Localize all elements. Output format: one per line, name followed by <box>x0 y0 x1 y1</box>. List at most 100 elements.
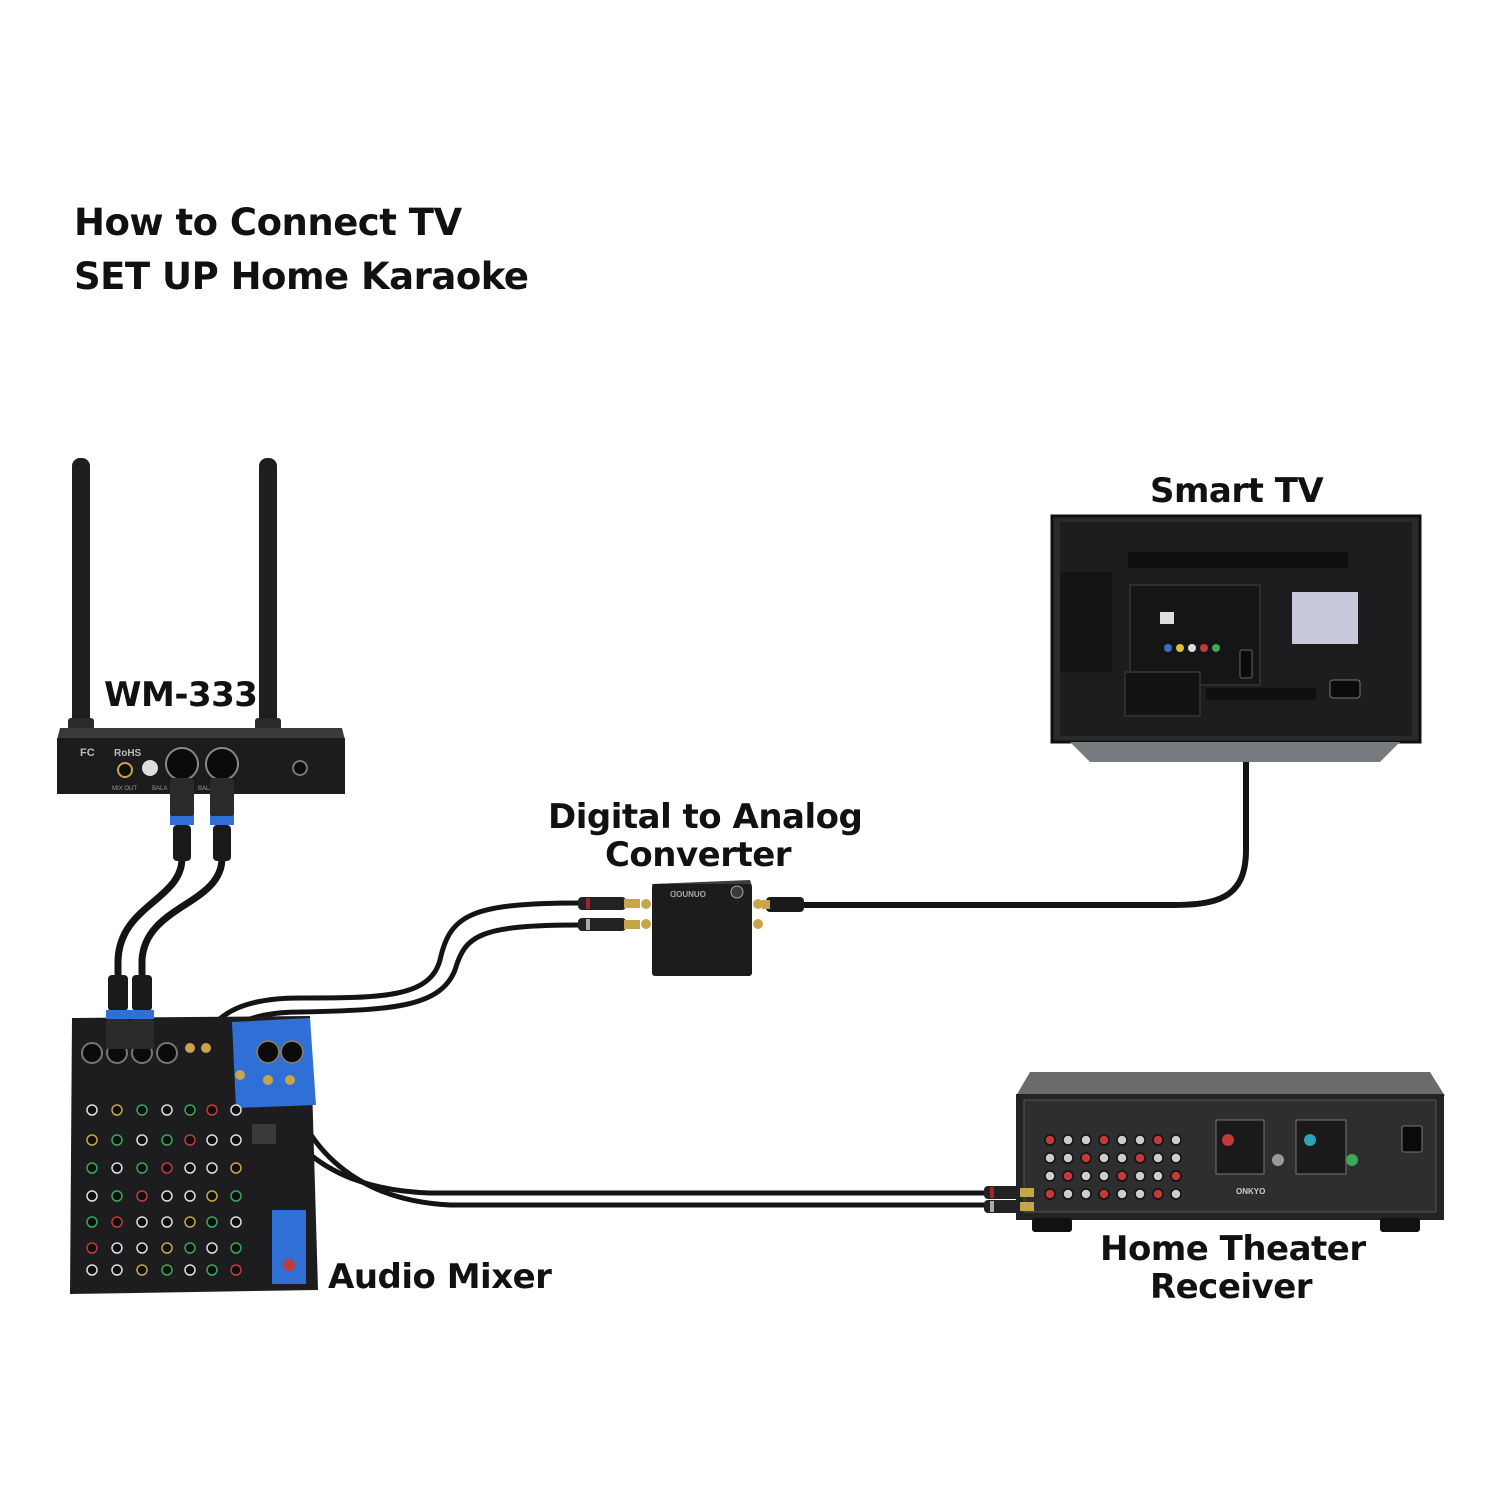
receiver-rohs-mark: RoHS <box>114 748 142 759</box>
dac-brand-text: ᗡOUNUO <box>670 890 706 899</box>
av-receiver-rca-port <box>1116 1170 1128 1182</box>
mixer-knob <box>136 1264 148 1276</box>
mixer-knob <box>184 1134 196 1146</box>
av-receiver-rca-port <box>1152 1170 1164 1182</box>
mixer-knob <box>230 1162 242 1174</box>
tv-component-port-green <box>1212 644 1220 652</box>
mixer-knob <box>86 1162 98 1174</box>
receiver-antenna-right <box>259 458 277 733</box>
mixer-knob <box>86 1216 98 1228</box>
mixer-knob <box>184 1216 196 1228</box>
mixer-knob <box>111 1134 123 1146</box>
mixer-knob <box>136 1104 148 1116</box>
mixer-knob <box>161 1190 173 1202</box>
tv-lan-port <box>1160 612 1174 624</box>
mixer-knob <box>161 1104 173 1116</box>
mixer-knob <box>111 1216 123 1228</box>
av-receiver-rca-port <box>1080 1188 1092 1200</box>
mixer-knob <box>136 1216 148 1228</box>
dac-coax-in <box>753 919 763 929</box>
xlr-plug-mixer-1 <box>106 975 130 1049</box>
av-receiver-rca-port <box>1170 1134 1182 1146</box>
av-receiver-rca-port <box>1080 1134 1092 1146</box>
rca-plug-receiver-2 <box>984 1200 1034 1213</box>
mixer-red-button <box>283 1259 295 1271</box>
mixer-knob <box>136 1162 148 1174</box>
av-receiver-rca-port <box>1044 1188 1056 1200</box>
smart-tv-label: Smart TV <box>1150 471 1324 511</box>
tv-av-port-white <box>1188 644 1196 652</box>
av-receiver-rca-port <box>1134 1188 1146 1200</box>
receiver-bala-text-1: BALA <box>152 786 167 792</box>
receiver-top-face <box>57 728 345 740</box>
converter-label-line-2: Converter <box>604 835 792 875</box>
dac-rca-out-right <box>641 919 651 929</box>
av-receiver-rca-port <box>1098 1134 1110 1146</box>
receiver-bala-text-2: BALA <box>198 786 213 792</box>
mixer-knob <box>206 1162 218 1174</box>
tv-stand-neck <box>1124 671 1201 717</box>
tv-av-port-red <box>1200 644 1208 652</box>
receiver-xlr-port-2 <box>205 747 239 781</box>
av-receiver-rca-port <box>1134 1170 1146 1182</box>
mixer-knob <box>230 1216 242 1228</box>
mixer-knob <box>206 1264 218 1276</box>
title-line-1: How to Connect TV <box>74 201 462 244</box>
av-receiver-rca-port <box>1116 1134 1128 1146</box>
tv-vent-grille <box>1128 552 1348 568</box>
optical-plug-dac <box>762 897 804 912</box>
xlr-cable-1 <box>114 854 186 989</box>
rca-plug-dac-1 <box>578 897 640 910</box>
xlr-cable-2 <box>138 854 226 989</box>
mixer-knob <box>184 1190 196 1202</box>
av-receiver-power-outlet <box>1401 1125 1423 1153</box>
mixer-master-blue-panel <box>272 1210 306 1284</box>
dac-body <box>652 884 752 976</box>
av-receiver-rca-port <box>1170 1188 1182 1200</box>
dac-rca-out-left <box>641 899 651 909</box>
av-receiver-rca-port <box>1062 1152 1074 1164</box>
av-receiver-terminal-cyan <box>1304 1134 1316 1146</box>
av-receiver-terminal-red <box>1222 1134 1234 1146</box>
tv-power-port <box>1329 679 1361 699</box>
tv-stand-base <box>1070 742 1400 762</box>
mixer-knob <box>111 1162 123 1174</box>
av-receiver-rca-port <box>1170 1170 1182 1182</box>
mixer-knob <box>230 1190 242 1202</box>
tv-lower-vent <box>1206 688 1316 700</box>
tv-label-sticker <box>1292 592 1358 644</box>
mixer-knob <box>111 1104 123 1116</box>
receiver-antenna-left <box>72 458 90 733</box>
converter-label-line-1: Digital to Analog <box>548 797 863 837</box>
page-title: How to Connect TV SET UP Home Karaoke <box>74 196 529 304</box>
mixer-knob <box>161 1134 173 1146</box>
av-receiver-brand-text: ONKYO <box>1236 1187 1265 1196</box>
av-receiver-rca-port <box>1098 1188 1110 1200</box>
mixer-knob <box>206 1190 218 1202</box>
rca-plug-receiver-1 <box>984 1186 1034 1199</box>
wm-333-receiver: FC RoHS MIX OUT BALA BALA <box>57 458 345 861</box>
mixer-knob <box>86 1242 98 1254</box>
mixer-knob <box>184 1264 196 1276</box>
tv-av-port-yellow <box>1176 644 1184 652</box>
av-receiver-rca-port <box>1044 1152 1056 1164</box>
mixer-knob <box>161 1216 173 1228</box>
mixer-knob <box>161 1264 173 1276</box>
rca-cable-receiver-1 <box>265 1082 988 1196</box>
mixer-knob <box>86 1134 98 1146</box>
audio-mixer-label: Audio Mixer <box>328 1257 552 1297</box>
av-receiver-rca-port <box>1062 1188 1074 1200</box>
home-theater-label-line-2: Receiver <box>1149 1267 1313 1307</box>
tv-optical-out-port <box>1239 649 1253 679</box>
wm-333-label: WM-333 <box>104 675 258 715</box>
mixer-blue-panel <box>232 1018 316 1108</box>
mixer-knob <box>111 1264 123 1276</box>
av-receiver-rca-port <box>1044 1134 1056 1146</box>
home-theater-label-line-1: Home Theater <box>1100 1229 1366 1269</box>
av-receiver-rca-port <box>1116 1188 1128 1200</box>
mixer-knob <box>136 1134 148 1146</box>
av-receiver-rca-port <box>1080 1152 1092 1164</box>
av-receiver-terminal-gray <box>1272 1154 1284 1166</box>
av-receiver-rca-ports <box>1044 1134 1182 1200</box>
